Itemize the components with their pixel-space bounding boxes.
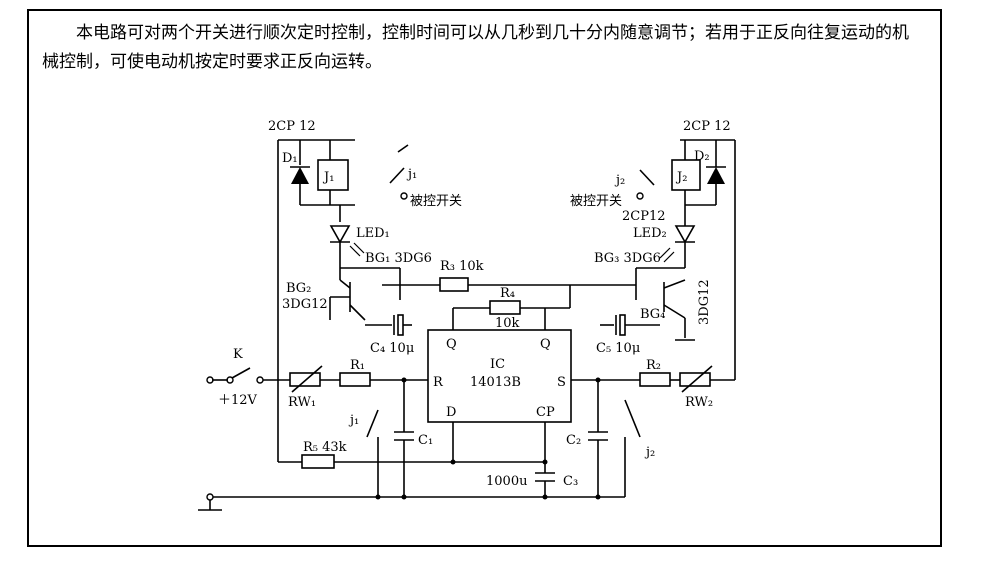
label-c3: C₃ (563, 474, 578, 489)
capacitor-c2 (588, 380, 608, 497)
label-d1: D₁ (282, 151, 298, 166)
resistor-r3 (420, 277, 598, 292)
label-r3: R₃ 10k (440, 259, 484, 274)
label-d2: D₂ (694, 149, 710, 164)
label-ic-cp: CP (536, 405, 555, 420)
transistor-bg2 (329, 268, 366, 321)
label-r5: R₅ 43k (303, 440, 347, 455)
capacitor-c3 (535, 472, 555, 497)
label-bg2-model: 3DG12 (282, 297, 328, 312)
label-ic-d: D (446, 405, 456, 420)
relay-j2 (671, 140, 701, 205)
resistor-r1 (339, 372, 428, 387)
label-r4-value: 10k (495, 316, 520, 331)
top-rail-right (680, 139, 736, 381)
label-ic-q-right: Q (540, 337, 551, 352)
transistor-bg4 (663, 279, 695, 341)
label-contact-j1-bottom: j₁ (348, 413, 359, 428)
diode-d2 (706, 140, 726, 205)
label-contact-j2-top: j₂ (614, 173, 625, 188)
label-r4: R₄ (500, 286, 515, 301)
label-ic-name: IC (490, 357, 505, 372)
description-text: 本电路可对两个开关进行顺次定时控制，控制时间可以从几秒到几十分内随意调节；若用于… (42, 23, 909, 72)
label-c1: C₁ (418, 433, 433, 448)
label-relay1: J₁ (322, 170, 334, 185)
label-c3-value: 1000u (486, 474, 527, 489)
label-bg4-model: 3DG12 (697, 279, 712, 325)
label-r1: R₁ (350, 358, 365, 373)
label-diode-right-model: 2CP 12 (683, 119, 731, 134)
capacitor-c4 (365, 314, 412, 336)
capacitor-c1 (394, 380, 414, 497)
label-c5: C₅ 10μ (596, 341, 640, 356)
resistor-r2 (639, 372, 680, 387)
label-ic-q-left: Q (446, 337, 457, 352)
contact-j1-bottom (366, 409, 379, 497)
potentiometer-rw2 (679, 365, 713, 393)
label-contact-j2-bottom: j₂ (644, 445, 655, 460)
potentiometer-rw1 (289, 365, 340, 393)
label-bg3: BG₃ 3DG6 (594, 251, 661, 266)
label-bg4: BG₄ (640, 307, 665, 322)
led1 (329, 225, 365, 268)
label-rw1: RW₁ (288, 395, 316, 410)
ground-rail (198, 493, 625, 511)
label-rw2: RW₂ (685, 395, 713, 410)
contact-j2-top (636, 169, 655, 200)
diode-d1 (290, 140, 310, 205)
switch-k (206, 367, 264, 384)
label-led1: LED₁ (356, 226, 390, 241)
capacitor-c5 (600, 314, 660, 336)
label-bg2: BG₂ (286, 281, 311, 296)
label-bg1: BG₁ 3DG6 (365, 251, 432, 266)
label-supply: ＋12V (218, 393, 258, 408)
label-r2: R₂ (646, 358, 661, 373)
label-diode-left-model: 2CP 12 (268, 119, 316, 134)
contact-j1-top (389, 144, 409, 200)
label-led-right-model: 2CP12 (622, 209, 666, 224)
label-controlled-switch-right: 被控开关 (570, 194, 622, 209)
label-controlled-switch-left: 被控开关 (410, 194, 462, 209)
transistor-bg3 (598, 267, 685, 300)
label-ic-model: 14013B (470, 375, 521, 390)
label-ic-r: R (433, 375, 444, 390)
label-c2: C₂ (566, 433, 581, 448)
resistor-r5 (301, 454, 545, 469)
label-relay2: J₂ (675, 170, 687, 185)
diagram-frame (27, 9, 942, 547)
contact-j2-bottom (624, 399, 641, 497)
label-switch-k: K (233, 347, 243, 362)
label-ic-s: S (557, 375, 566, 390)
label-contact-j1-top: j₁ (406, 167, 417, 182)
led2 (659, 205, 696, 268)
relay-j1 (317, 140, 349, 205)
top-rail-left (277, 139, 355, 463)
ic-14013b (427, 329, 572, 423)
transistor-bg1 (340, 267, 420, 300)
label-c4: C₄ 10μ (370, 341, 414, 356)
label-led2: LED₂ (633, 226, 667, 241)
